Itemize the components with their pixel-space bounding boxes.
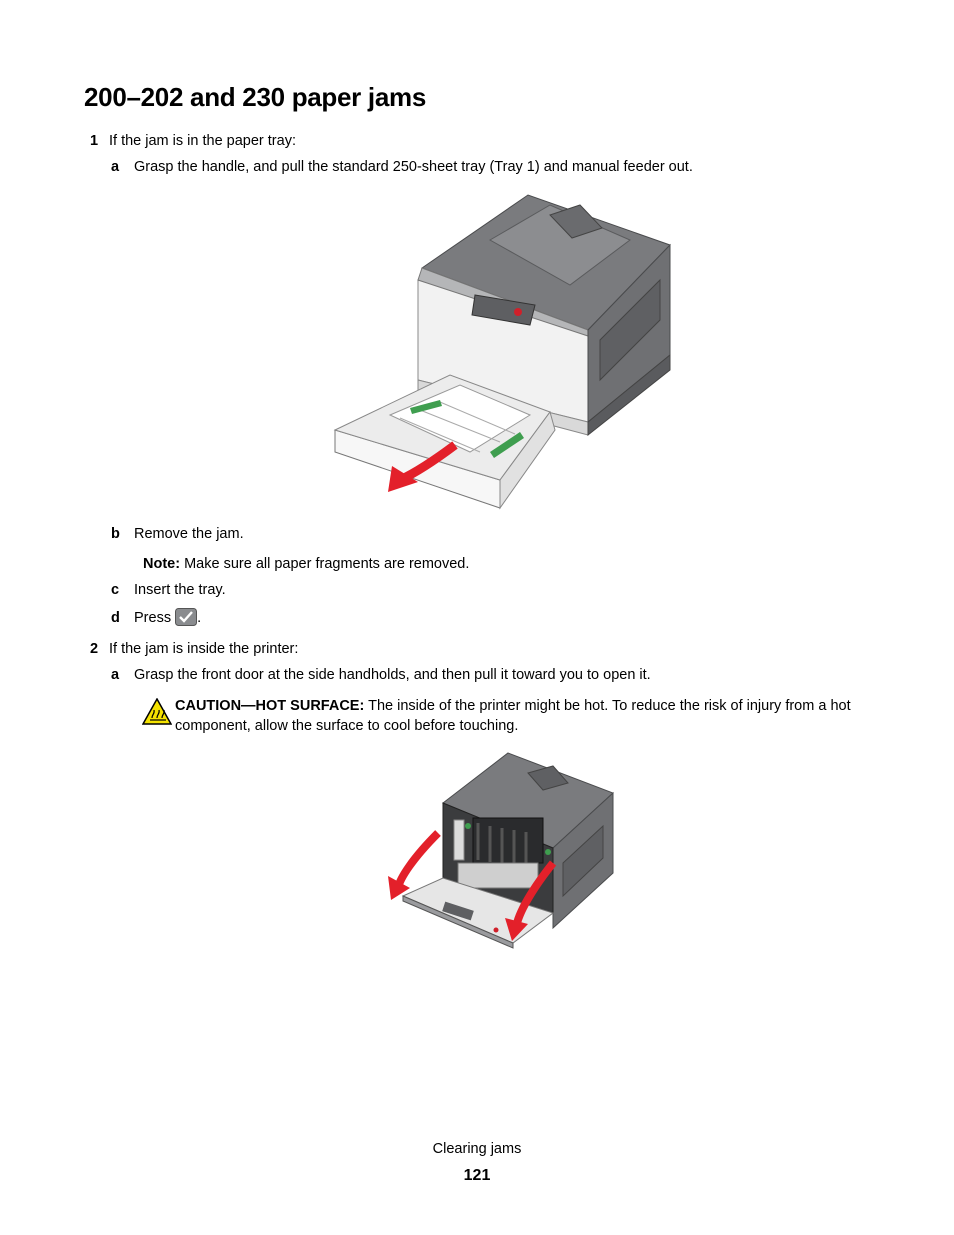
checkmark-button-icon	[175, 608, 198, 626]
substep-letter: a	[111, 159, 120, 175]
step-number: 2	[90, 641, 99, 657]
step-text: If the jam is inside the printer:	[109, 641, 299, 657]
page-number: 121	[463, 1167, 491, 1184]
caution-label: CAUTION—HOT SURFACE:	[175, 698, 365, 714]
step-number: 1	[90, 133, 99, 149]
substep-press: Press .	[134, 608, 202, 626]
footer-section-label: Clearing jams	[432, 1141, 522, 1157]
substep-text: Grasp the handle, and pull the standard …	[134, 159, 693, 175]
substep-letter: c	[111, 582, 120, 598]
note-label: Note:	[143, 556, 181, 572]
substep-letter: a	[111, 667, 120, 683]
caution-text: CAUTION—HOT SURFACE: The inside of the p…	[175, 696, 880, 736]
printer-tray-illustration	[333, 194, 671, 510]
substep-text: Insert the tray.	[134, 582, 226, 598]
note-text: Make sure all paper fragments are remove…	[184, 556, 470, 572]
substep-text: Remove the jam.	[134, 526, 244, 542]
printer-front-door-illustration	[388, 752, 614, 949]
step-text: If the jam is in the paper tray:	[109, 133, 296, 149]
caution-body: The inside of the printer might be hot. …	[175, 698, 851, 734]
substep-letter: d	[111, 610, 120, 626]
substep-text: Grasp the front door at the side handhol…	[134, 667, 651, 683]
note: Note: Make sure all paper fragments are …	[143, 554, 469, 574]
hot-surface-warning-icon	[142, 698, 172, 725]
substep-letter: b	[111, 526, 120, 542]
substep-text: Press	[134, 610, 172, 626]
page-title: 200–202 and 230 paper jams	[84, 82, 426, 112]
